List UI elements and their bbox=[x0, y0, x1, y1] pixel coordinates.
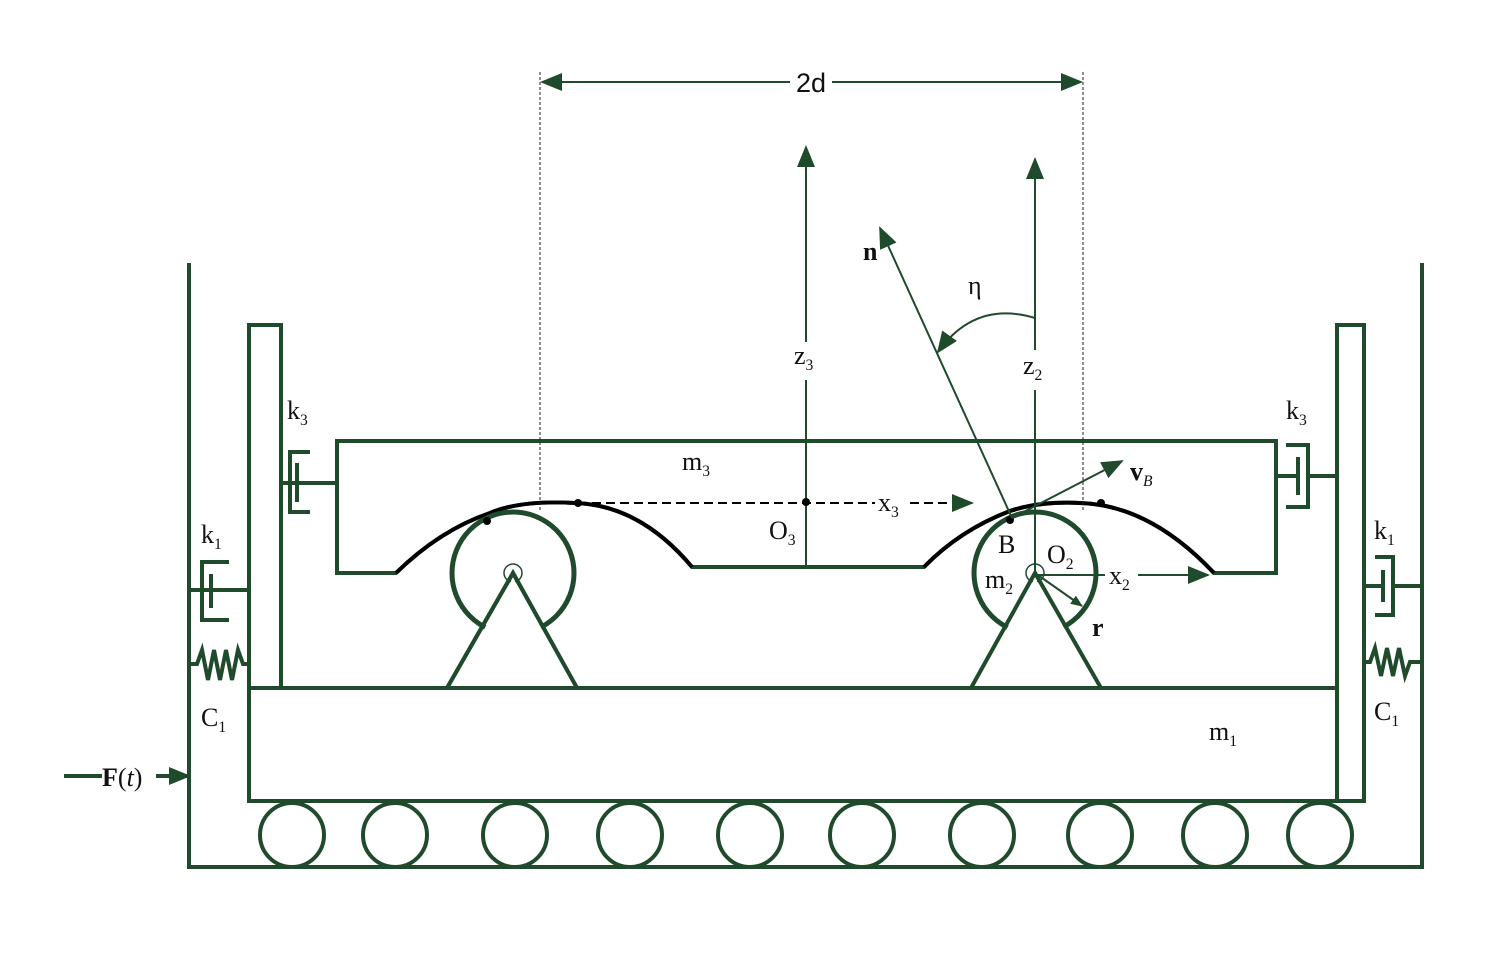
label-o3: O3 bbox=[769, 516, 796, 549]
roller-wheel bbox=[596, 801, 664, 869]
right-spring-c1 bbox=[1364, 640, 1422, 684]
label-eta: η bbox=[968, 271, 982, 300]
normal-vector-n bbox=[879, 226, 1013, 519]
roller-wheel bbox=[1286, 801, 1354, 869]
label-vb: vB bbox=[1130, 457, 1153, 490]
label-x3: x3 bbox=[878, 488, 899, 521]
label-b: B bbox=[998, 530, 1015, 559]
label-k3-right: k3 bbox=[1286, 396, 1307, 429]
velocity-vector-vb bbox=[1011, 460, 1124, 519]
roller-wheel bbox=[1181, 801, 1249, 869]
left-sliding-surface bbox=[394, 500, 694, 575]
mass-m1-block bbox=[247, 686, 1339, 803]
label-m1: m1 bbox=[1209, 717, 1237, 750]
left-spring-c1 bbox=[189, 642, 249, 681]
label-2d: 2d bbox=[796, 68, 826, 98]
left-damper-k3 bbox=[281, 450, 337, 514]
label-k1-right: k1 bbox=[1374, 516, 1395, 549]
left-damper-k1 bbox=[189, 560, 249, 622]
roller-wheel bbox=[361, 801, 429, 869]
label-r: r bbox=[1092, 613, 1104, 642]
roller-wheel bbox=[258, 801, 326, 869]
right-sliding-surface bbox=[922, 500, 1216, 575]
label-force: F(t) bbox=[102, 763, 142, 792]
label-z3: z3 bbox=[794, 341, 814, 374]
roller-wheel bbox=[1066, 801, 1134, 869]
label-k1-left: k1 bbox=[201, 520, 222, 553]
label-m3: m3 bbox=[682, 447, 710, 480]
left-post bbox=[247, 323, 283, 690]
roller-wheel bbox=[948, 801, 1016, 869]
label-m2: m2 bbox=[985, 565, 1013, 598]
label-n: n bbox=[863, 237, 878, 266]
x3-axis bbox=[483, 494, 1105, 525]
radius-arrow bbox=[1034, 572, 1083, 607]
roller-row bbox=[258, 801, 1354, 869]
left-roller-assembly bbox=[443, 509, 581, 690]
roller-wheel bbox=[716, 801, 784, 869]
label-z2: z2 bbox=[1023, 351, 1042, 384]
label-c1-left: C1 bbox=[201, 703, 226, 736]
outer-frame bbox=[187, 263, 1424, 869]
eta-angle-arc bbox=[936, 312, 1036, 354]
right-damper-k1 bbox=[1364, 555, 1422, 617]
roller-wheel bbox=[481, 801, 549, 869]
roller-wheel bbox=[828, 801, 896, 869]
label-o2: O2 bbox=[1047, 540, 1074, 573]
right-post bbox=[1335, 323, 1366, 803]
label-c1-right: C1 bbox=[1374, 697, 1399, 730]
label-x2: x2 bbox=[1109, 561, 1130, 594]
label-k3-left: k3 bbox=[287, 396, 308, 429]
dimension-2d bbox=[539, 72, 1084, 510]
right-damper-k3 bbox=[1276, 443, 1337, 509]
